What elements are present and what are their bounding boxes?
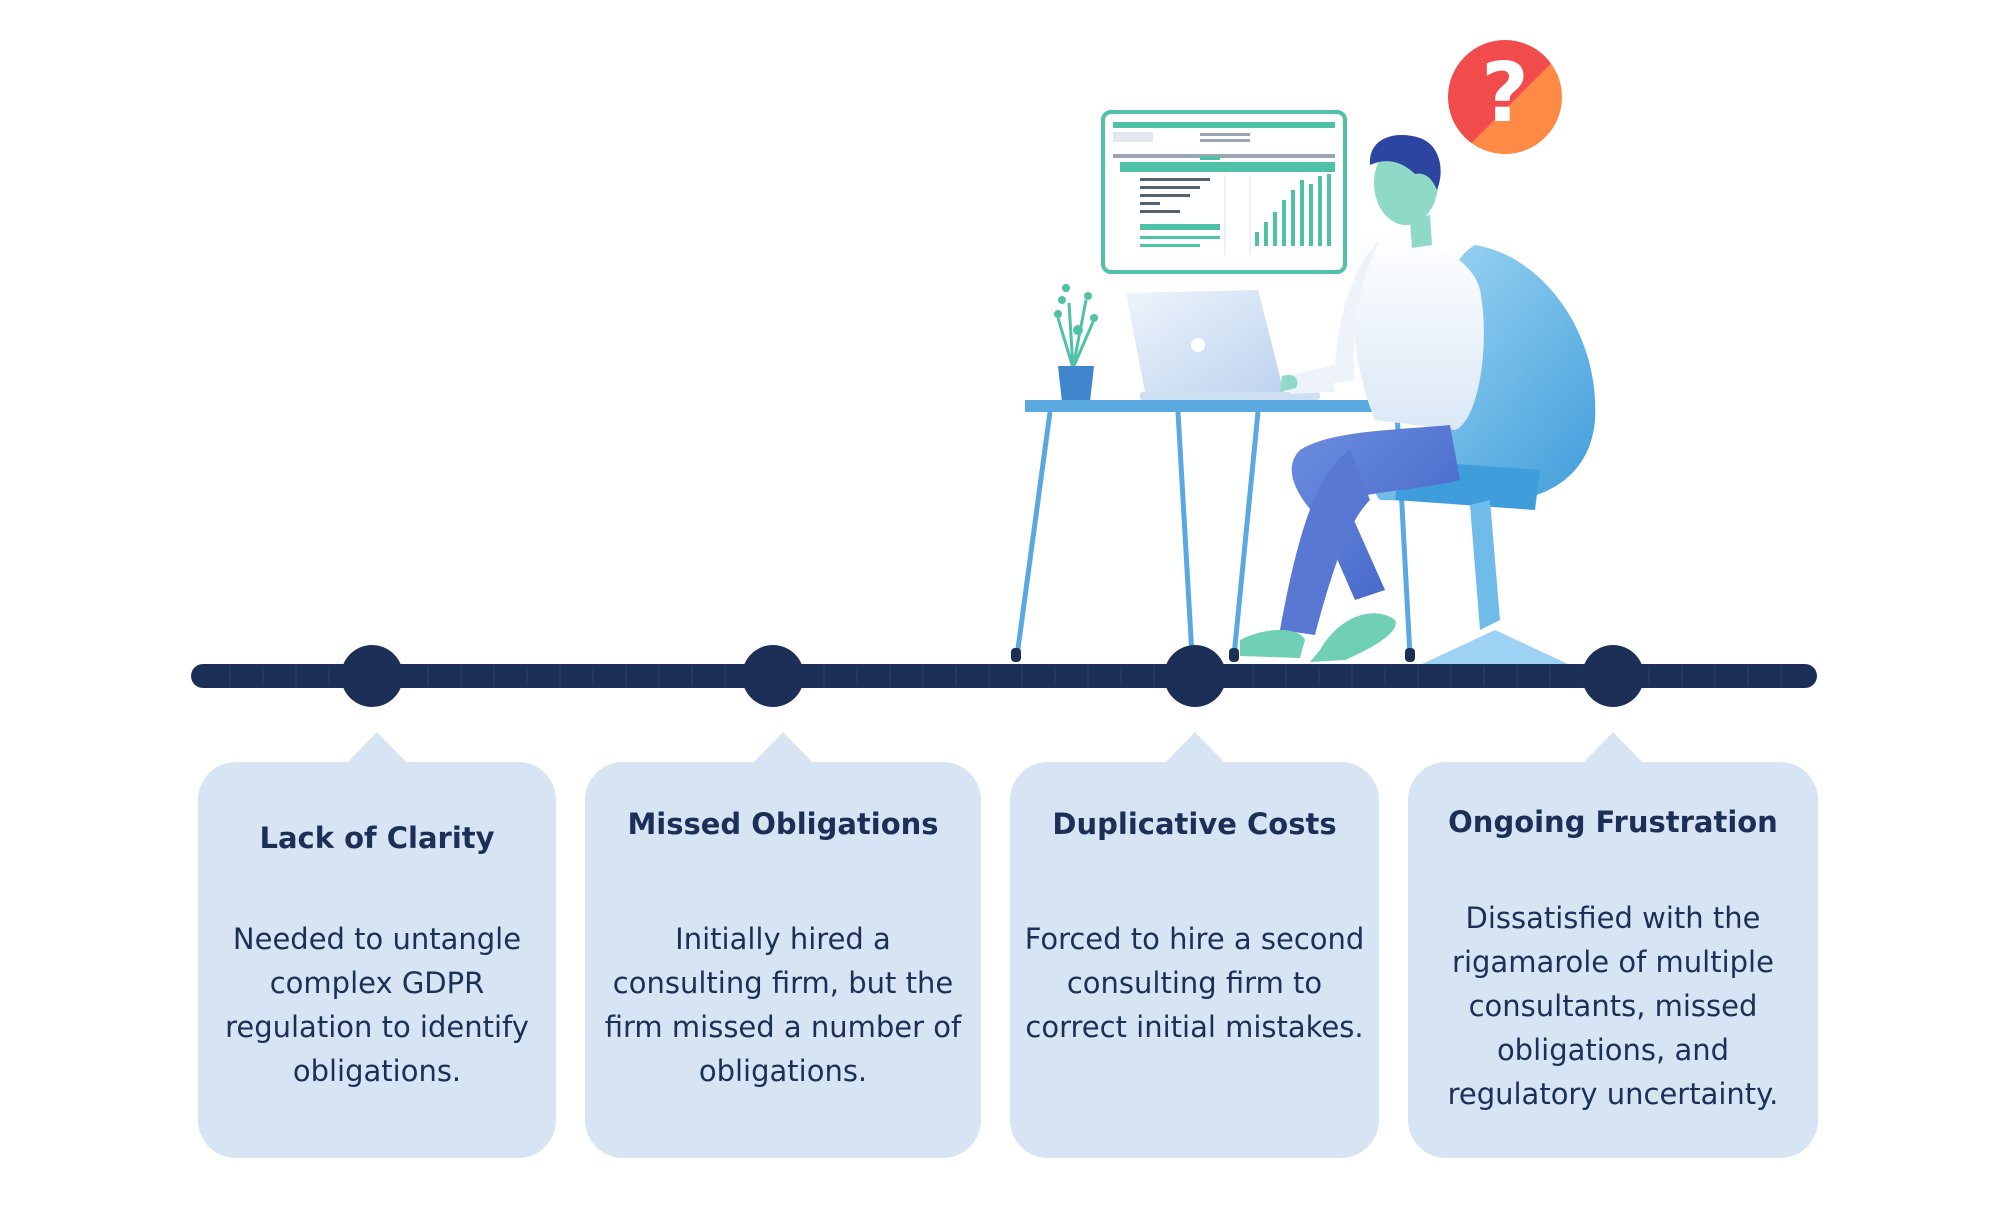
card-missed-obligations: Missed Obligations Initially hired a con… [585,732,981,1158]
spreadsheet-popup-icon [1101,110,1347,274]
person [1240,135,1484,662]
card-title: Duplicative Costs [1052,807,1337,841]
timeline-node-4 [1582,645,1644,707]
question-mark-icon: ? [1448,40,1562,154]
card-duplicative-costs: Duplicative Costs Forced to hire a secon… [1010,732,1379,1158]
timeline-node-3 [1164,645,1226,707]
laptop-icon [1126,290,1320,400]
card-body: Needed to untangle complex GDPR regulati… [225,922,529,1088]
timeline-node-2 [742,645,804,707]
card-body: Forced to hire a second consulting firm … [1024,922,1365,1044]
card-title: Missed Obligations [627,807,939,841]
potted-plant-icon [1054,284,1098,402]
card-lack-of-clarity: Lack of Clarity Needed to untangle compl… [198,732,556,1158]
card-title: Ongoing Frustration [1448,805,1778,839]
card-body: Dissatisfied with the rigamarole of mult… [1447,901,1779,1111]
card-body: Initially hired a consulting firm, but t… [604,922,962,1088]
timeline-node-1 [341,645,403,707]
card-ongoing-frustration: Ongoing Frustration Dissatisfied with th… [1408,732,1818,1158]
svg-text:?: ? [1481,46,1529,141]
card-title: Lack of Clarity [259,821,495,855]
